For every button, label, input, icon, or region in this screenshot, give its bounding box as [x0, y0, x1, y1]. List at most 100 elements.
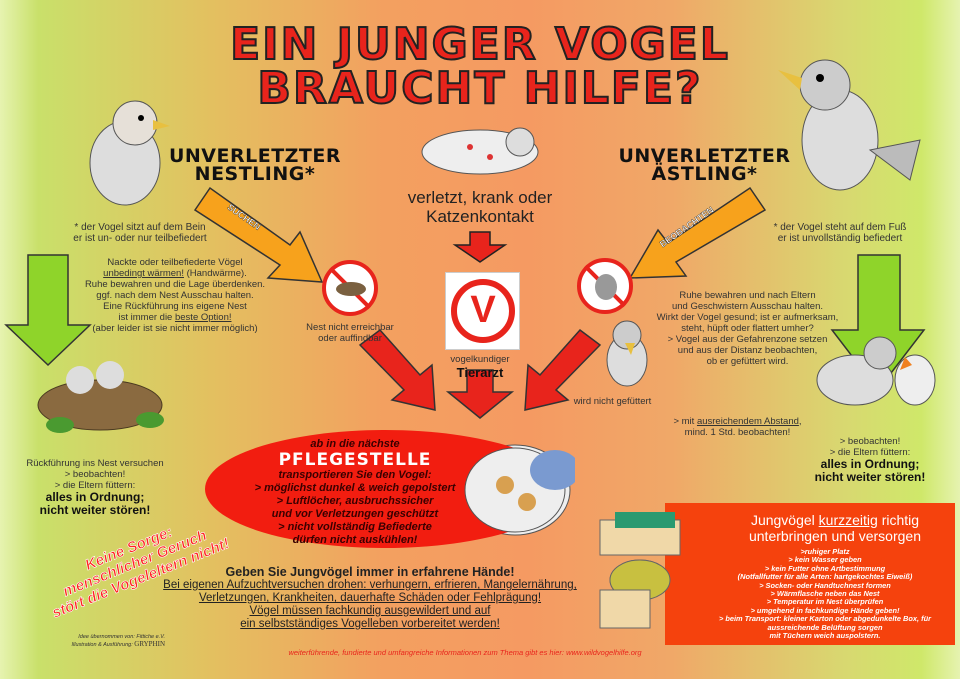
text-line: Ruhe bewahren und die Lage überdenken. [84, 279, 266, 290]
care-item: > Socken- oder Handtuchnest formen [759, 580, 891, 590]
text-line: ein selbstständiges Vogelleben vorbereit… [240, 618, 500, 630]
nestling-bird-icon [89, 100, 170, 206]
care-list: >ruhiger Platz > kein Wasser geben > kei… [700, 547, 950, 641]
text-line: unterbringen und versorgen [748, 528, 921, 544]
box-and-basket-icon [599, 512, 681, 629]
distance-note: > mit ausreichendem Abstand, mind. 1 Std… [650, 416, 825, 438]
nestling-heading-2: NESTLING* [194, 163, 316, 185]
text-line: > Vogel aus der Gefahrenzone setzen [667, 334, 828, 345]
fledgling-heading-1: UNVERLETZTER [618, 145, 791, 167]
text-line: Nest nicht erreichbar [306, 322, 394, 333]
text-line: mind. 1 Std. beobachten! [684, 427, 791, 438]
credits-line-1: Idee übernommen von: Fittiche e.V. [78, 634, 165, 640]
text-line: > die Eltern füttern: [54, 480, 136, 491]
nestling-note-1: * der Vogel sitzt auf dem Bein [74, 222, 206, 233]
not-fed-label: wird nicht gefüttert [573, 396, 652, 407]
injured-line-1: verletzt, krank oder [407, 188, 553, 207]
text-line: Verletzungen, Krankheiten, dauerhafte Sc… [198, 592, 542, 604]
vet-label-1: vogelkundiger [450, 354, 510, 365]
care-item: >ruhiger Platz [800, 547, 850, 556]
care-item: > kein Futter ohne Artbestimmung [764, 563, 886, 573]
text-emphasis: beste Option! [174, 312, 232, 323]
green-arrow-left-icon [4, 254, 92, 367]
injured-label: verletzt, krank oder Katzenkontakt [380, 188, 580, 226]
fledgling-not-fed-icon [606, 320, 648, 387]
parent-feeding-fledgling-icon [816, 336, 936, 406]
credits-line-2: Illustration & Ausführung: [71, 642, 133, 648]
nestling-note-2: er ist un- oder nur teilbefiedert [73, 233, 207, 244]
pflegestelle-intro: ab in die nächste [310, 438, 400, 450]
text-line: Rückführung ins Nest versuchen [26, 458, 164, 469]
fledgling-note-2: er ist unvollständig befiedert [777, 233, 903, 244]
text-line: transportieren Sie den Vogel: [278, 469, 432, 481]
text-line: Eine Rückführung ins eigene Nest [103, 301, 247, 312]
fledgling-instructions: Ruhe bewahren und nach Eltern und Geschw… [640, 290, 855, 367]
care-item: > kein Wasser geben [788, 555, 862, 565]
footer-link[interactable]: weiterführende, fundierte und umfangreic… [288, 648, 642, 657]
text-line: Jungvögel [750, 512, 815, 528]
title-line-1: EIN JUNGER VOGEL [229, 19, 730, 70]
title-line-2: BRAUCHT HILFE? [256, 63, 703, 114]
text-line: oder auffindbar [318, 333, 382, 344]
injured-line-2: Katzenkontakt [426, 207, 534, 226]
text-strong: alles in Ordnung; [820, 457, 920, 471]
text-line: und vor Verletzungen geschützt [271, 508, 439, 520]
care-item: > Temperatur im Nest überprüfen [766, 597, 884, 607]
text-line: richtig [881, 512, 920, 528]
text-line: Ruhe bewahren und nach Eltern [679, 290, 816, 301]
text-line: und Geschwistern Ausschau halten. [671, 301, 824, 312]
red-arrow-down-icon [452, 231, 508, 263]
care-item: > Wärmflasche neben das Nest [770, 589, 880, 599]
text-strong: alles in Ordnung; [45, 490, 145, 504]
text-line: Wirkt der Vogel gesund; ist er aufmerksa… [656, 312, 839, 323]
text-line: > die Eltern füttern: [829, 447, 911, 458]
no-nest-prohibition-icon [322, 260, 378, 316]
no-parents-prohibition-icon [577, 258, 633, 314]
orange-arrow-observe-icon [628, 186, 767, 279]
text-line: Bei eigenen Aufzuchtversuchen drohen: ve… [163, 579, 577, 591]
text-line: Vögel müssen fachkundig ausgewildert und… [249, 605, 491, 617]
fledgling-heading-2: ÄSTLING* [651, 163, 758, 185]
care-item: mit Tüchern weich auspolstern. [769, 631, 881, 641]
bottom-message: Geben Sie Jungvögel immer in erfahrene H… [150, 566, 590, 631]
pflegestelle-title: PFLEGESTELLE [278, 450, 432, 470]
text-line: steht, hüpft oder flattert umher? [681, 323, 814, 334]
nest-with-chicks-icon [37, 361, 164, 433]
text-line: ggf. nach dem Nest Ausschau halten. [96, 290, 254, 301]
text-line: ob er gefüttert wird. [706, 356, 789, 367]
nestling-instructions: Nackte oder teilbefiederte Vögel unbedin… [80, 257, 270, 334]
text-line: > möglichst dunkel & weich gepolstert [254, 482, 456, 494]
fledgling-result: > beobachten! > die Eltern füttern: alle… [800, 436, 940, 484]
text-emphasis: ausreichendem Abstand [696, 416, 799, 427]
text-line: > beobachten! [839, 436, 901, 447]
text-line: Nackte oder teilbefiederte Vögel [107, 257, 243, 268]
care-item: aussreichende Belüftung sorgen [767, 622, 883, 632]
text-line: > nicht vollständig Befiederte [278, 521, 432, 533]
care-title: Jungvögel kurzzeitig richtig unterbringe… [720, 512, 950, 544]
red-arrows-converging-icon [358, 328, 602, 419]
injured-bird-icon [421, 127, 539, 175]
text-emphasis: unbedingt wärmen! [103, 268, 184, 279]
text-line: dürfen nicht auskühlen! [292, 534, 418, 546]
nestling-result: Rückführung ins Nest versuchen > beobach… [25, 458, 165, 517]
text-line: > Luftlöcher, ausbruchssicher [276, 495, 434, 507]
credits: Idee übernommen von: Fittiche e.V. Illus… [45, 634, 165, 649]
text-emphasis: kurzzeitig [818, 512, 878, 528]
text-line: ist immer die [118, 312, 173, 323]
orange-arrow-search-icon [193, 186, 324, 283]
care-item: > umgehend in fachkundige Hände geben! [750, 605, 900, 615]
text-strong: nicht weiter stören! [39, 503, 151, 517]
hands-holding-chicks-icon [464, 447, 575, 533]
fledgling-note-1: * der Vogel steht auf dem Fuß [773, 222, 907, 233]
text-line: > beobachten! [64, 469, 126, 480]
text-strong: nicht weiter stören! [814, 470, 926, 484]
nestling-heading-1: UNVERLETZTER [168, 145, 342, 167]
text-line: > mit [673, 416, 695, 427]
text-line: , [798, 416, 802, 427]
gryphin-logo: GRYPHIN [134, 640, 165, 648]
